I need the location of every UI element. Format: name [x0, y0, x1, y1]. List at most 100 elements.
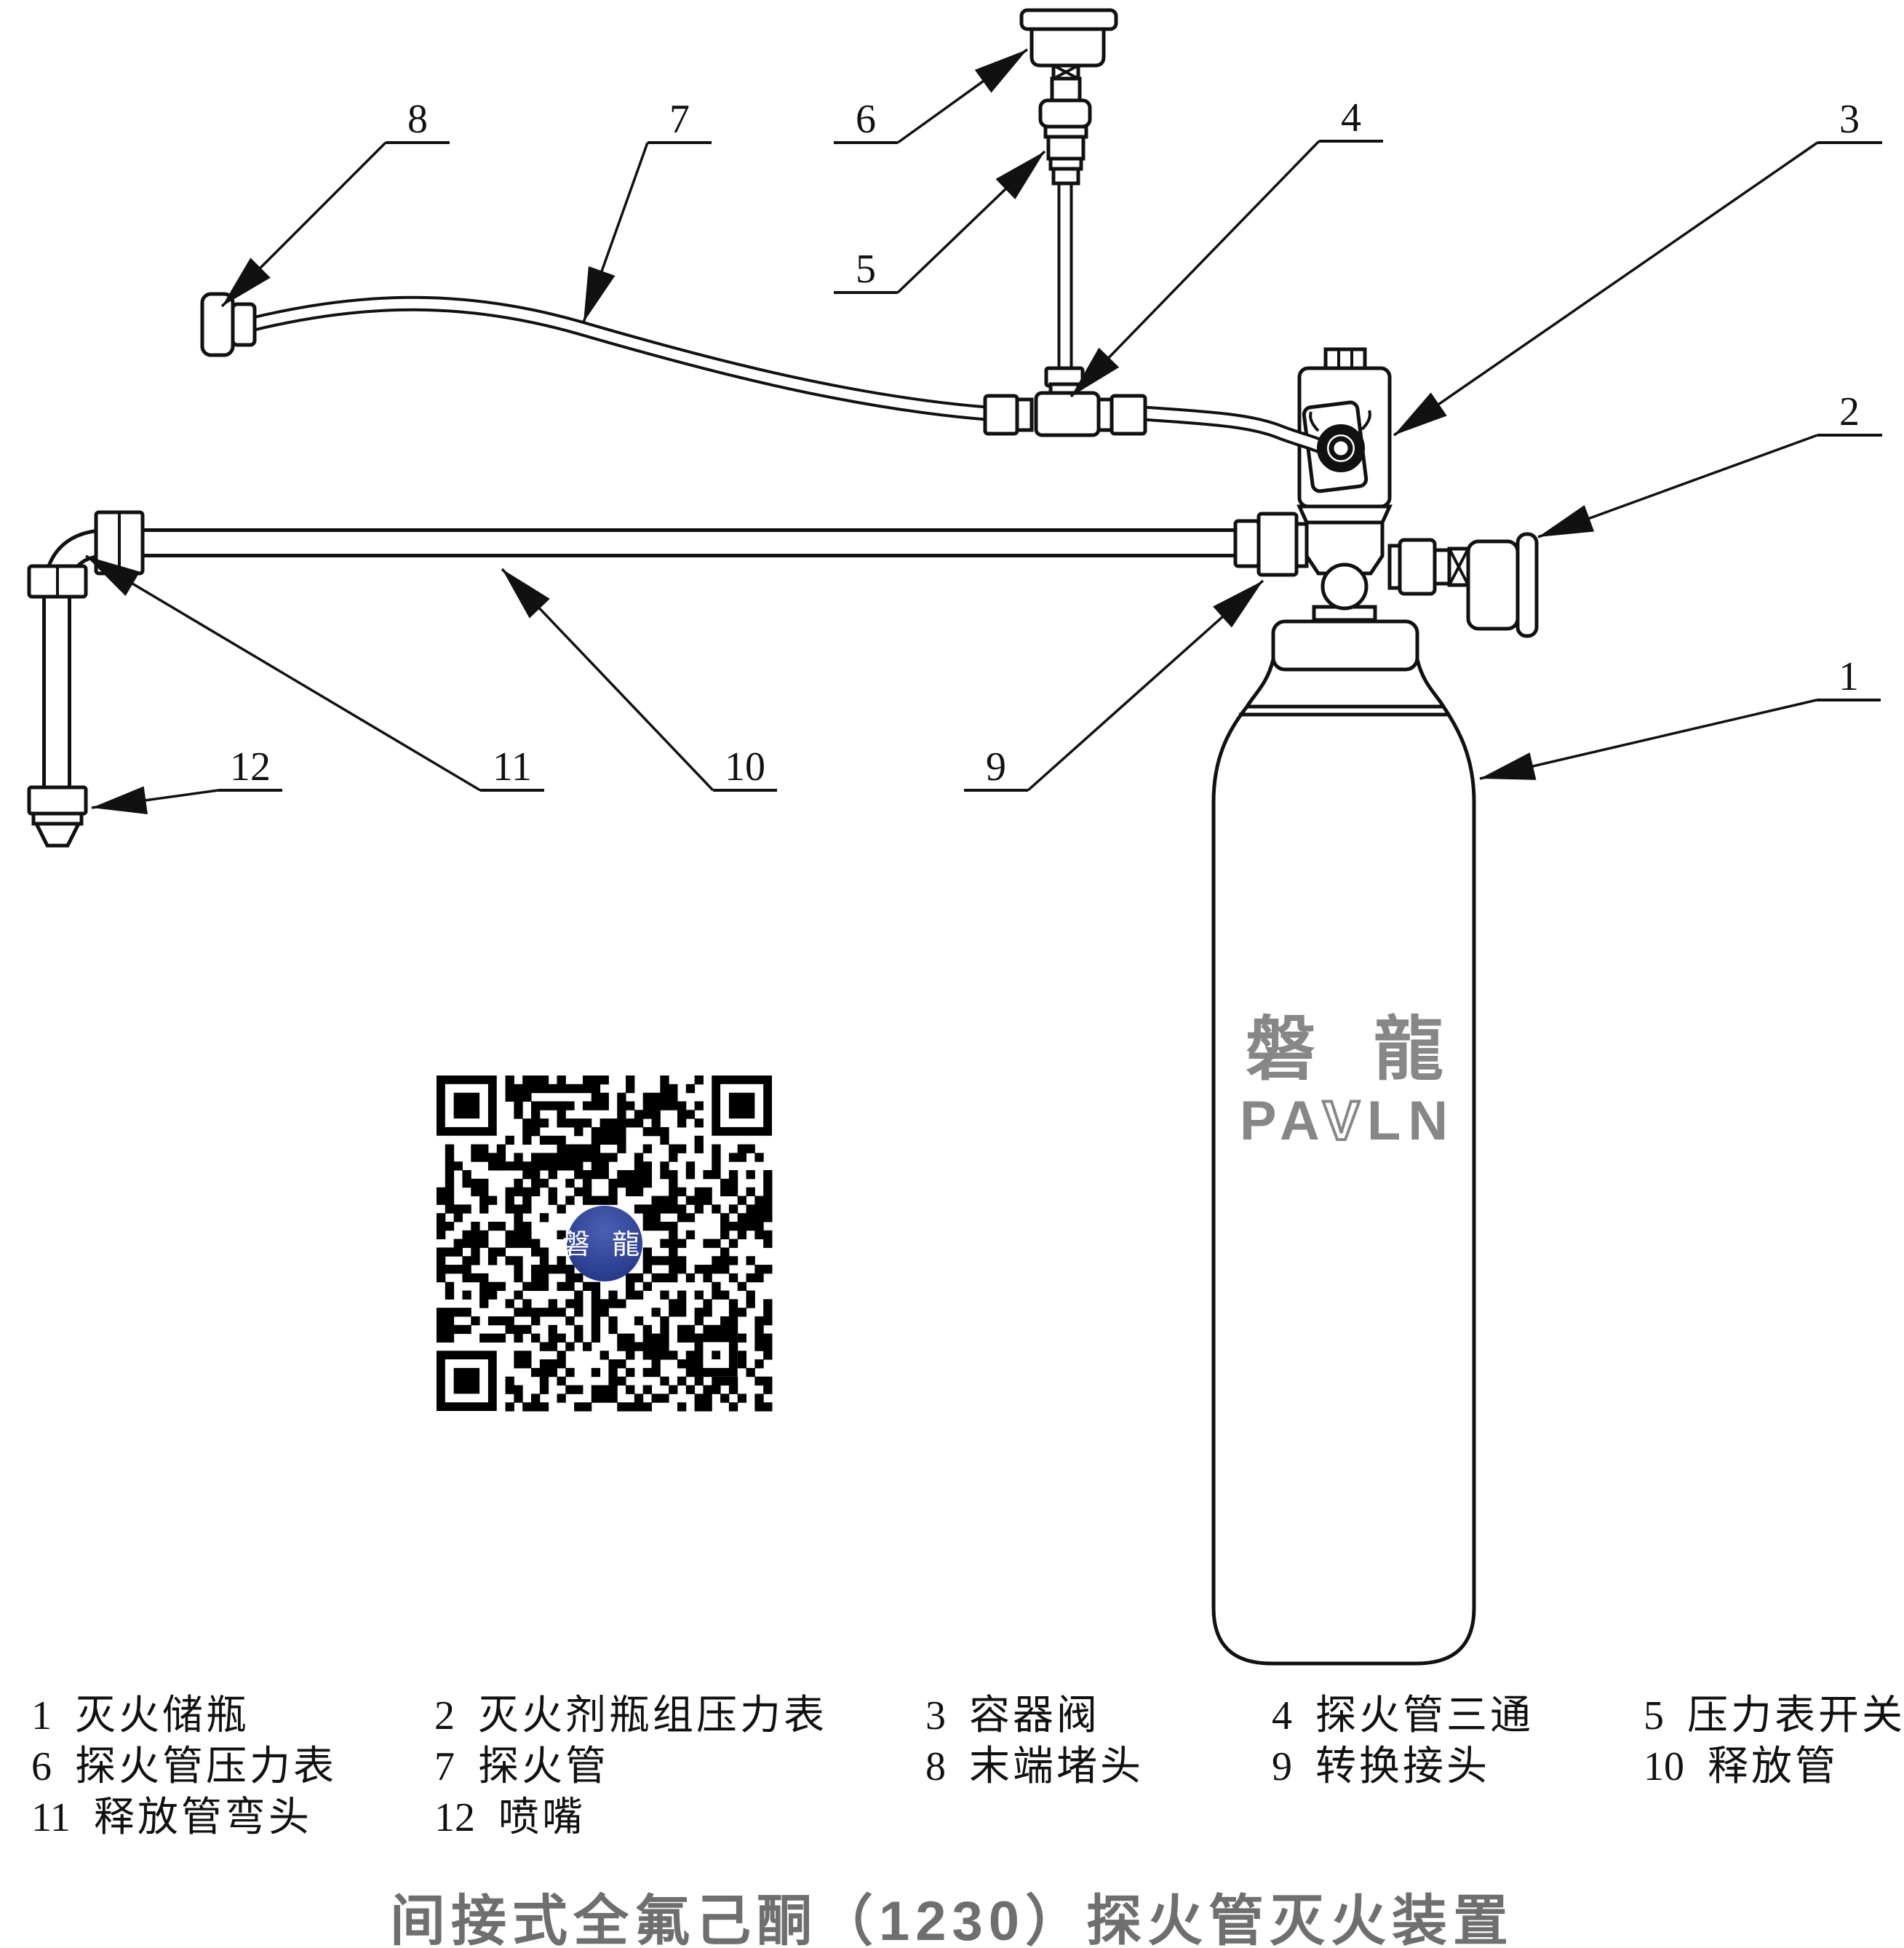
legend-num: 4: [1272, 1693, 1292, 1738]
callout-12: 12: [91, 744, 282, 814]
callout-6-num: 6: [856, 97, 876, 142]
legend-num: 9: [1272, 1744, 1292, 1789]
valve-port-drawing: [1296, 410, 1393, 611]
callout-10-leader: [501, 568, 714, 792]
callout-6: 6: [834, 48, 1029, 144]
gauge2-dial: [1515, 532, 1539, 638]
detection-tube-left-core: [249, 298, 987, 418]
legend-name: 容器阀: [969, 1693, 1100, 1738]
legend-num: 5: [1644, 1693, 1664, 1738]
brand-ln: LN: [1367, 1090, 1455, 1152]
tank-shoulder-right: [1415, 659, 1446, 708]
legend-name: 探火管压力表: [75, 1744, 337, 1789]
adapter-nut: [1256, 512, 1299, 577]
callout-3-num: 3: [1839, 97, 1860, 142]
tank-brand-latin: PAVLN: [1240, 1090, 1455, 1152]
tee-right-nut: [1110, 394, 1147, 436]
detection-tube-right-core: [1143, 408, 1331, 454]
qr-logo-text: 磐 龍: [562, 1230, 648, 1260]
callout-7: 7: [582, 97, 712, 323]
callout-1-leader: [1479, 699, 1817, 780]
callout-12-num: 12: [230, 744, 271, 790]
adapter-band: [1294, 522, 1309, 568]
legend-item-5: 5 压力表开关: [1644, 1695, 1904, 1736]
tee-drawing: [983, 366, 1147, 437]
legend-item-1: 1 灭火储瓶: [31, 1695, 250, 1736]
gauge2-collar: [1433, 548, 1451, 586]
legend-num: 1: [31, 1693, 52, 1738]
legend-num: 2: [434, 1693, 455, 1738]
callout-11-num: 11: [493, 744, 532, 790]
legend-name: 灭火储瓶: [75, 1693, 250, 1738]
detection-tube-drawing: [248, 183, 1332, 457]
callout-8: 8: [220, 97, 450, 308]
tank-drawing: 磐龍 PAVLN: [1211, 605, 1476, 1666]
legend-name: 灭火剂瓶组压力表: [478, 1693, 827, 1738]
switch-lower: [1051, 167, 1080, 186]
gauge-x-mark: [1053, 64, 1079, 80]
callout-9-leader: [1027, 579, 1264, 792]
legend-item-6: 6 探火管压力表: [31, 1746, 337, 1787]
legend-num: 7: [434, 1744, 455, 1789]
callout-6-leader: [896, 48, 1029, 144]
callouts: 1 2 3 4 5 6 7: [85, 48, 1882, 814]
callout-10-num: 10: [725, 744, 765, 790]
legend-num: 11: [31, 1795, 71, 1840]
callout-1-num: 1: [1839, 654, 1859, 699]
gauge2-x-mark: [1448, 548, 1470, 586]
callout-3: 3: [1393, 97, 1882, 437]
legend-num: 6: [31, 1744, 52, 1789]
callout-10: 10: [501, 568, 777, 792]
legend-name: 压力表开关: [1687, 1693, 1904, 1738]
callout-9-num: 9: [986, 744, 1006, 790]
callout-4-leader: [1069, 140, 1321, 398]
gauge2-nut: [1398, 538, 1437, 596]
adapter-drawing: [1233, 512, 1309, 577]
legend-num: 8: [925, 1744, 946, 1789]
tee-body: [1034, 391, 1101, 437]
callout-2-num: 2: [1839, 389, 1860, 434]
callout-4-num: 4: [1341, 95, 1361, 140]
callout-2-leader: [1537, 434, 1818, 538]
diagram-title: 间接式全氟己酮（1230）探火管灭火装置: [389, 1891, 1515, 1948]
callout-8-leader: [220, 141, 387, 308]
legend-name: 转换接头: [1315, 1744, 1490, 1789]
tank-neck: [1271, 619, 1419, 672]
switch-body: [1038, 98, 1092, 129]
adapter-collar: [1233, 519, 1261, 568]
valve-clip-right: [1361, 410, 1371, 431]
legend-num: 3: [925, 1693, 946, 1738]
brand-pa: PA: [1240, 1090, 1323, 1152]
callout-11-leader: [85, 554, 481, 792]
qr-logo-circle: [567, 1206, 642, 1281]
valve-chamfer: [1296, 504, 1393, 525]
callout-11: 11: [85, 554, 544, 792]
legend-item-3: 3 容器阀: [925, 1695, 1100, 1736]
qr-code: 磐 龍: [437, 1076, 773, 1412]
valve-port-inner: [1329, 436, 1353, 461]
tank-body: [1211, 704, 1476, 1666]
gauge-cap-plate: [1019, 8, 1118, 31]
callout-5-leader: [896, 150, 1046, 294]
tee-left-nut: [983, 394, 1019, 436]
tank-shoulder-left: [1245, 659, 1275, 708]
legend-name: 探火管三通: [1315, 1693, 1534, 1738]
legend-name: 释放管: [1708, 1744, 1839, 1789]
nozzle-drawing: [27, 785, 88, 848]
callout-7-leader: [582, 142, 649, 323]
valve-ball: [1321, 562, 1369, 611]
gauge-stem: [1050, 76, 1082, 103]
callout-12-leader: [91, 786, 219, 814]
qr-modules: [437, 1076, 773, 1412]
nozzle-nut: [27, 785, 88, 816]
callout-3-leader: [1393, 141, 1818, 437]
callout-7-num: 7: [669, 97, 690, 142]
switch-hex: [1046, 135, 1086, 161]
